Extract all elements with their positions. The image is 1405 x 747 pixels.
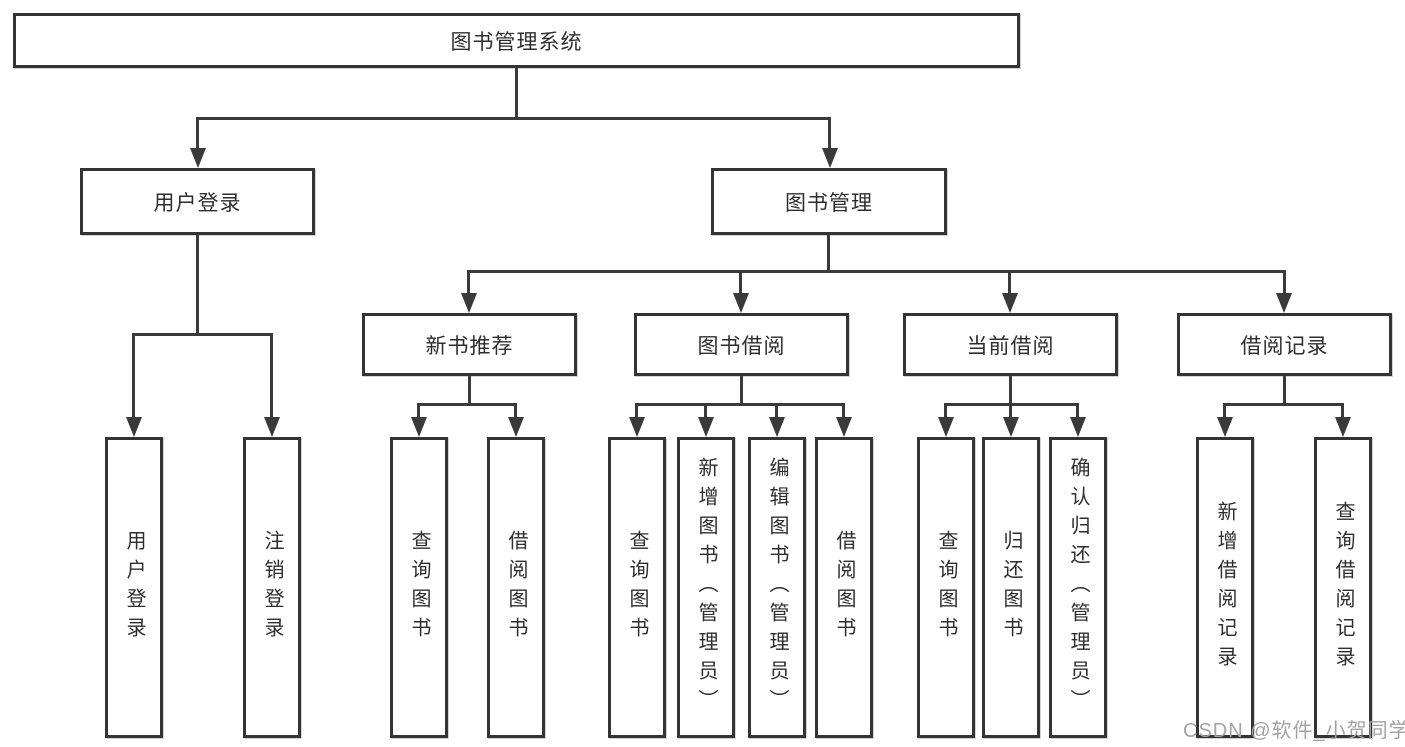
node-leaf-logout: 注销登录 [243, 437, 301, 738]
connector-stub [704, 403, 707, 419]
connector-stub [739, 270, 742, 295]
arrowhead-down-icon [461, 293, 477, 313]
connector-root-hline [196, 117, 831, 120]
arrowhead-down-icon [769, 417, 785, 437]
node-leaf-user-login: 用户登录 [105, 437, 163, 738]
connector-stub [417, 403, 420, 419]
node-user-login: 用户登录 [80, 168, 315, 235]
connector-current-vline [1009, 374, 1012, 405]
connector-stub [132, 333, 135, 419]
node-leaf-query-books-current: 查询图书 [917, 437, 975, 738]
node-leaf-return-book: 归还图书 [982, 437, 1040, 738]
node-new-book-recommend: 新书推荐 [362, 313, 577, 376]
node-leaf-edit-book-admin: 编辑图书（管理员） [748, 437, 806, 738]
arrowhead-down-icon [1217, 417, 1233, 437]
arrowhead-down-icon [733, 293, 749, 313]
connector-userlogin-vline [196, 233, 199, 335]
connector-stub [1076, 403, 1079, 419]
arrowhead-down-icon [1003, 417, 1019, 437]
connector-borrowing-vline [740, 374, 743, 405]
node-leaf-add-borrow-record: 新增借阅记录 [1196, 437, 1254, 738]
arrowhead-down-icon [1070, 417, 1086, 437]
arrowhead-down-icon [508, 417, 524, 437]
connector-stub [842, 403, 845, 419]
connector-stub [1341, 403, 1344, 419]
connector-stub [196, 117, 199, 150]
node-borrowing-records: 借阅记录 [1177, 313, 1392, 376]
connector-stub [1223, 403, 1226, 419]
arrowhead-down-icon [264, 417, 280, 437]
connector-stub [775, 403, 778, 419]
connector-recommend-vline [468, 374, 471, 405]
connector-stub [467, 270, 470, 295]
arrowhead-down-icon [1276, 293, 1292, 313]
connector-stub [828, 117, 831, 150]
node-current-borrowing: 当前借阅 [903, 313, 1118, 376]
connector-stub [944, 403, 947, 419]
connector-stub [1008, 270, 1011, 295]
arrowhead-down-icon [938, 417, 954, 437]
connector-records-hline [1223, 403, 1344, 406]
connector-bookmgmt-hline [467, 270, 1286, 273]
arrowhead-down-icon [822, 148, 838, 168]
node-book-borrowing: 图书借阅 [634, 313, 849, 376]
node-root: 图书管理系统 [13, 13, 1020, 68]
arrowhead-down-icon [629, 417, 645, 437]
arrowhead-down-icon [411, 417, 427, 437]
arrowhead-down-icon [126, 417, 142, 437]
watermark: CSDN @软件_小贺同学 [1183, 720, 1405, 742]
node-leaf-borrow-books-recommend: 借阅图书 [487, 437, 545, 738]
node-leaf-confirm-return-admin: 确认归还（管理员） [1049, 437, 1107, 738]
connector-borrowing-hline [635, 403, 845, 406]
arrowhead-down-icon [1335, 417, 1351, 437]
connector-stub [1009, 403, 1012, 419]
node-leaf-query-books-recommend: 查询图书 [390, 437, 448, 738]
node-leaf-query-books-borrowing: 查询图书 [608, 437, 666, 738]
node-leaf-add-book-admin: 新增图书（管理员） [677, 437, 735, 738]
arrowhead-down-icon [1002, 293, 1018, 313]
node-book-management: 图书管理 [711, 168, 947, 235]
connector-stub [514, 403, 517, 419]
node-leaf-query-borrow-record: 查询借阅记录 [1314, 437, 1372, 738]
connector-userlogin-hline [132, 333, 273, 336]
node-leaf-borrow-books-borrowing: 借阅图书 [815, 437, 873, 738]
connector-recommend-hline [417, 403, 517, 406]
arrowhead-down-icon [836, 417, 852, 437]
connector-root-vline [515, 66, 518, 119]
connector-stub [1283, 270, 1286, 295]
arrowhead-down-icon [698, 417, 714, 437]
connector-stub [270, 333, 273, 419]
connector-stub [635, 403, 638, 419]
arrowhead-down-icon [190, 148, 206, 168]
connector-bookmgmt-vline [827, 233, 830, 272]
connector-records-vline [1283, 374, 1286, 405]
